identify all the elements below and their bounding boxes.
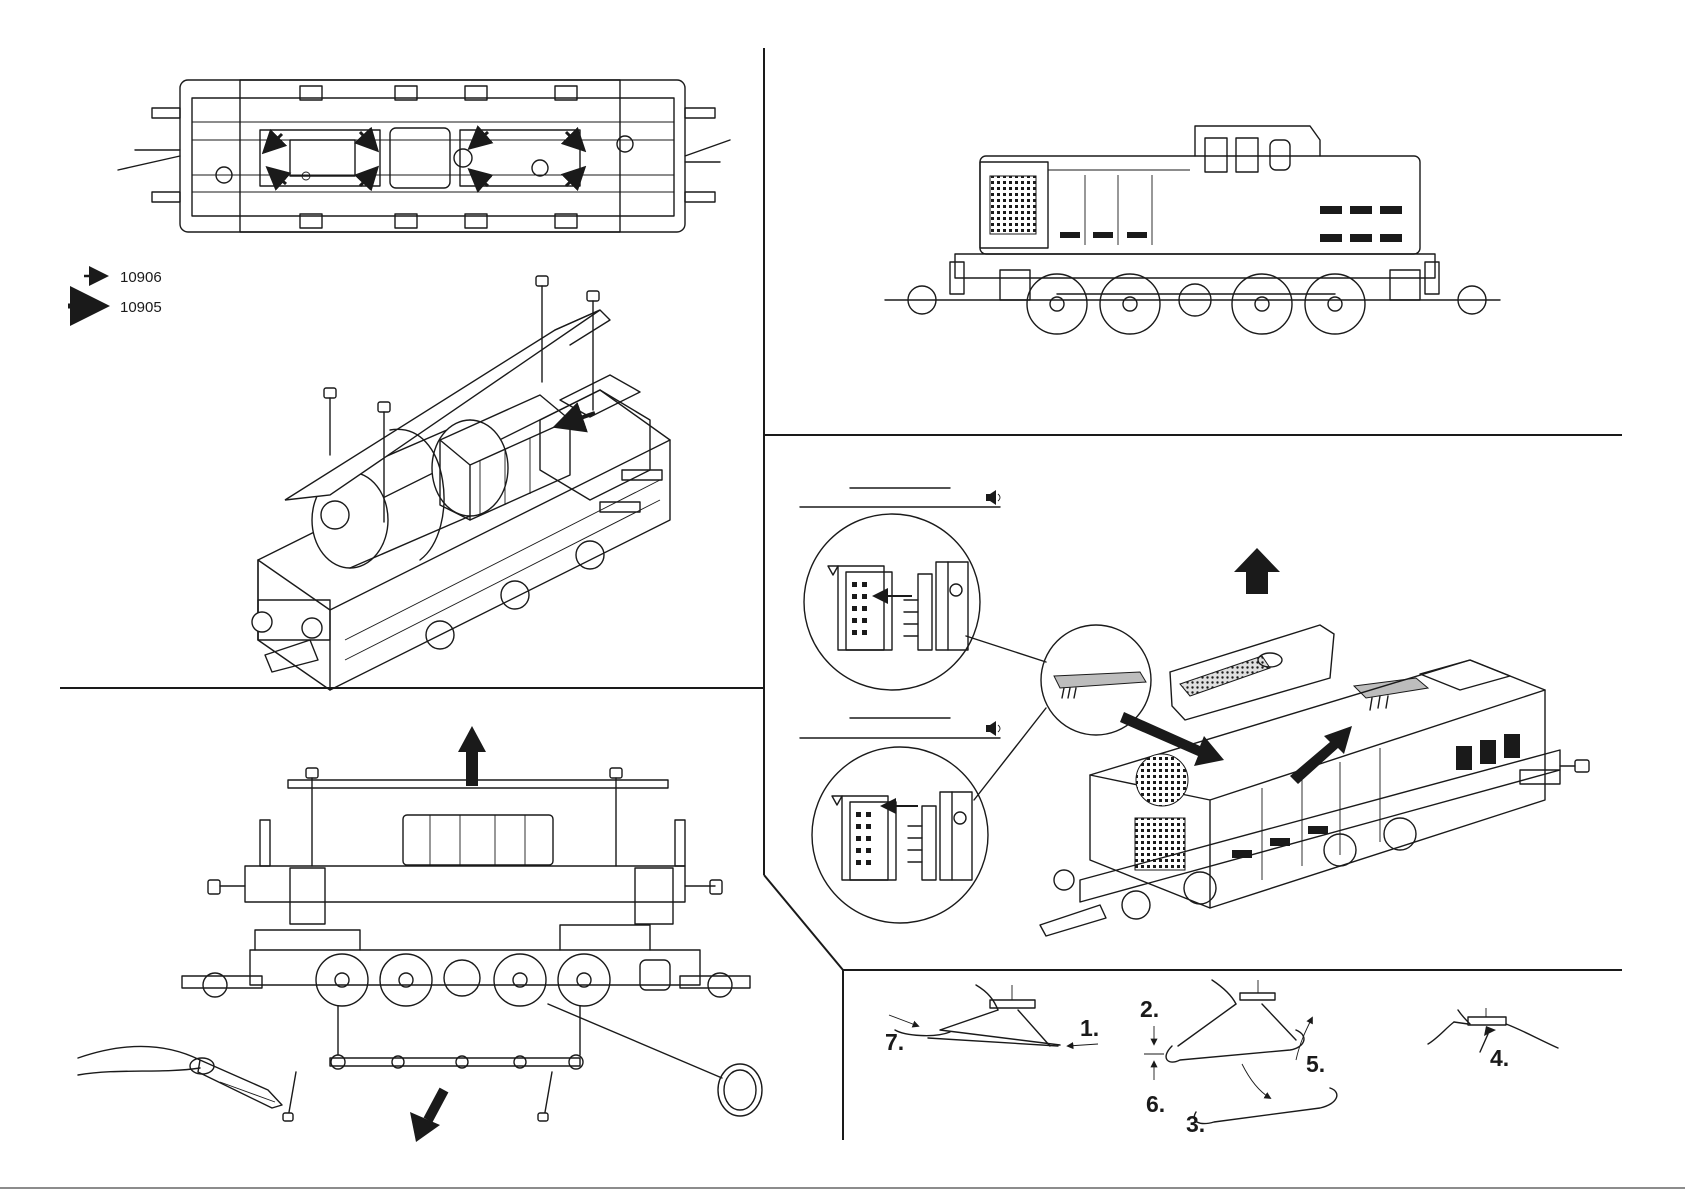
step-label-3: 3. xyxy=(1186,1111,1205,1137)
interface-label-top xyxy=(800,488,1000,507)
arrow-up-icon xyxy=(458,726,486,786)
coupler-step-c: 4. xyxy=(1428,1008,1558,1071)
loco-wheels xyxy=(1027,274,1365,334)
locomotive-side-view xyxy=(885,126,1500,334)
speaker-icon xyxy=(986,490,1000,505)
legend-code: 10906 xyxy=(120,269,162,286)
step-label-7: 7. xyxy=(885,1029,904,1055)
coupler-steps-panel: 7. 1. 2. 5. 6. 3. xyxy=(885,980,1558,1137)
step-label-2: 2. xyxy=(1140,996,1159,1022)
legend-item-10906: 10906 xyxy=(84,269,162,286)
coupler-step-a: 7. 1. xyxy=(885,985,1099,1055)
pliers-icon xyxy=(78,1046,282,1108)
chassis-top-view xyxy=(118,80,730,232)
plug-detail-lower xyxy=(812,747,988,923)
plug-detail-upper xyxy=(804,514,980,690)
step-label-5: 5. xyxy=(1306,1051,1325,1077)
interface-label-bottom xyxy=(800,718,1000,738)
step-label-1: 1. xyxy=(1080,1015,1099,1041)
drive-wheels xyxy=(316,954,610,1006)
legend-code: 10905 xyxy=(120,299,162,316)
drive-mechanism-side xyxy=(78,726,762,1142)
locomotive-isometric xyxy=(1040,660,1589,936)
legend-item-10905: 10905 xyxy=(68,299,162,316)
speaker-icon xyxy=(986,721,1000,736)
arrow-down-icon xyxy=(410,1090,444,1142)
screw-legend: 10906 10905 xyxy=(68,269,162,316)
step-label-6: 6. xyxy=(1146,1091,1165,1117)
decoder-interface-panel xyxy=(800,488,1589,936)
coupler-step-b: 2. 5. 6. 3. xyxy=(1140,980,1337,1137)
hood-removal-isometric xyxy=(252,276,670,690)
step-label-4: 4. xyxy=(1490,1045,1509,1071)
arrow-up-icon xyxy=(1234,548,1280,594)
